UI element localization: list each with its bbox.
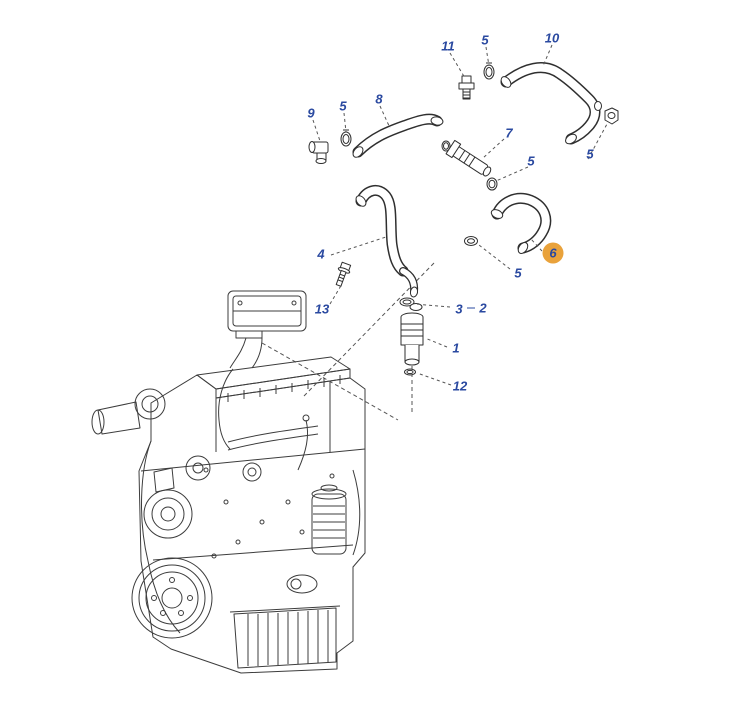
engine-illustration	[91, 290, 366, 674]
callout-11[interactable]: 11	[441, 38, 455, 54]
callout-5e[interactable]: 5	[514, 265, 522, 281]
callout-3[interactable]: 3	[455, 301, 463, 317]
hose-part-6	[490, 192, 552, 254]
valve-body-part-1	[400, 312, 424, 366]
bolt-part-13	[335, 261, 352, 287]
oil-pan	[229, 605, 341, 669]
oring-parts-3-2	[399, 297, 423, 311]
callout-10[interactable]: 10	[544, 30, 560, 46]
leader-lines	[312, 44, 608, 386]
hose-assembly-parts	[308, 62, 619, 376]
hose-part-10	[500, 62, 601, 145]
fitting-part-9	[308, 141, 329, 164]
clamp-ring	[441, 140, 451, 152]
callout-6[interactable]: 6	[542, 242, 564, 264]
fitting-part-11	[458, 75, 475, 100]
callout-13[interactable]: 13	[314, 301, 330, 317]
callout-2[interactable]: 2	[479, 300, 487, 316]
oil-filter	[311, 484, 347, 555]
callout-12[interactable]: 12	[452, 378, 468, 394]
callout-5a[interactable]: 5	[481, 32, 489, 48]
callout-8[interactable]: 8	[375, 91, 383, 107]
callout-9[interactable]: 9	[307, 105, 315, 121]
callout-5d[interactable]: 5	[586, 146, 594, 162]
valve-part-7	[445, 139, 492, 177]
oring-part-12	[404, 368, 416, 376]
hose-part-4	[355, 184, 419, 298]
callout-5b[interactable]: 5	[339, 98, 347, 114]
nut-part-5d	[594, 101, 619, 125]
callout-4[interactable]: 4	[317, 246, 325, 262]
clamp-part-5c	[486, 177, 498, 191]
washer-part-5e	[464, 236, 478, 246]
callout-1[interactable]: 1	[452, 340, 460, 356]
callout-5c[interactable]: 5	[527, 153, 535, 169]
ecu-module	[227, 290, 307, 369]
hose-part-8	[352, 113, 444, 158]
callout-7[interactable]: 7	[505, 125, 513, 141]
